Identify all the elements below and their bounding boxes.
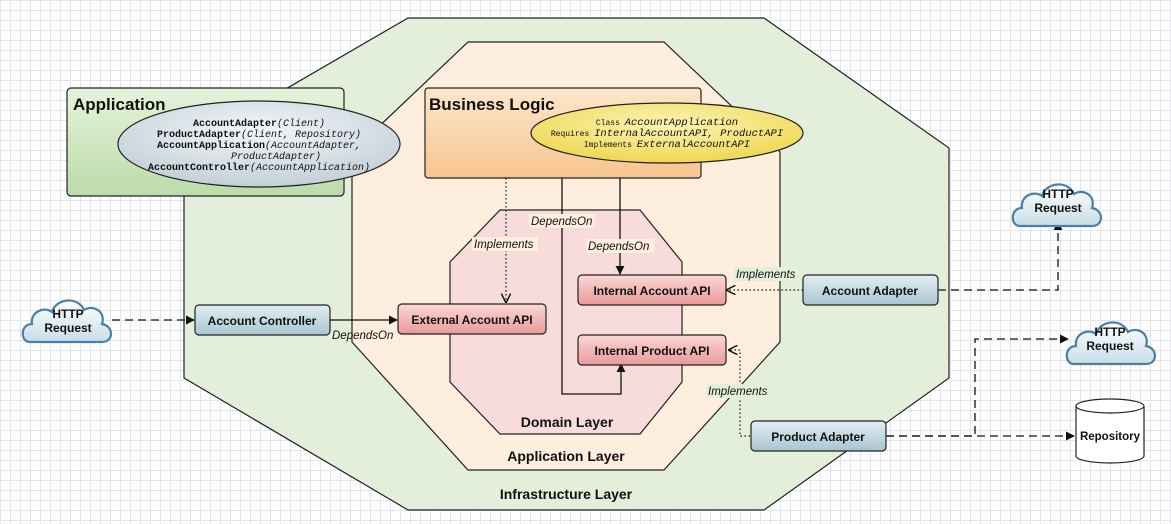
app-line-3-args: ProductAdapter): [231, 151, 321, 163]
account-adapter-label: Account Adapter: [822, 284, 919, 298]
internal-account-api-node[interactable]: [577, 274, 727, 306]
cloud-left-line1: HTTP: [52, 307, 83, 321]
domain-layer-label: Domain Layer: [521, 414, 614, 430]
account-adapter-node[interactable]: [802, 274, 939, 306]
svg-text:AccountController(AccountAppli: AccountController(AccountApplication): [148, 162, 370, 174]
biz-line-2-value: InternalAccountAPI, ProductAPI: [594, 128, 784, 140]
infrastructure-layer-label: Infrastructure Layer: [500, 486, 633, 502]
label-depends-on-middle: DependsOn: [531, 216, 592, 228]
repository-label: Repository: [1080, 431, 1141, 443]
biz-line-2-prefix: Requires: [551, 130, 594, 139]
svg-text:ProductAdapter(Client, Reposit: ProductAdapter(Client, Repository): [157, 129, 361, 141]
app-line-2-args: (AccountAdapter,: [265, 140, 361, 152]
edge-depends-internal-product: [561, 178, 626, 395]
business-logic-title: Business Logic: [429, 95, 555, 114]
svg-text:Implements ExternalAccountAPI: Implements ExternalAccountAPI: [584, 139, 751, 151]
external-account-api-node[interactable]: [397, 303, 547, 335]
application-title: Application: [73, 95, 166, 114]
label-depends-on-internal: DependsOn: [588, 241, 649, 253]
app-line-4-name: AccountController: [148, 162, 250, 174]
app-line-2-name: AccountApplication: [157, 140, 265, 152]
svg-text:AccountAdapter(Client): AccountAdapter(Client): [193, 118, 325, 130]
label-depends-on-controller: DependsOn: [332, 330, 393, 342]
svg-text:AccountApplication(AccountAdap: AccountApplication(AccountAdapter,: [157, 140, 361, 152]
cloud-top-right-line1: HTTP: [1042, 187, 1073, 201]
label-implements-external: Implements: [474, 239, 534, 251]
cloud-left-line2: Request: [44, 321, 91, 335]
app-line-1-name: ProductAdapter: [157, 129, 241, 141]
product-adapter-node[interactable]: [750, 420, 887, 452]
biz-line-3-prefix: Implements: [584, 141, 637, 150]
label-implements-account-adapter: Implements: [736, 269, 796, 281]
http-request-cloud-top-right: HTTP Request: [1011, 183, 1103, 228]
app-line-0-name: AccountAdapter: [193, 118, 277, 130]
http-request-cloud-mid-right: HTTP Request: [1065, 321, 1157, 366]
application-layer-label: Application Layer: [507, 448, 625, 464]
account-controller-label: Account Controller: [208, 314, 317, 328]
business-logic-ellipse: [530, 102, 804, 164]
business-logic-text: Class AccountApplication Requires Intern…: [551, 117, 784, 151]
cloud-mid-right-line1: HTTP: [1094, 325, 1125, 339]
internal-account-api-label: Internal Account API: [593, 284, 710, 298]
external-account-api-label: External Account API: [411, 313, 532, 327]
cloud-top-right-line2: Request: [1034, 201, 1081, 215]
app-line-1-args: (Client, Repository): [241, 129, 361, 141]
http-request-cloud-left: HTTP Request: [21, 299, 113, 344]
cloud-mid-right-line2: Request: [1086, 339, 1133, 353]
application-wiring-ellipse: [117, 100, 401, 188]
product-adapter-label: Product Adapter: [771, 430, 865, 444]
biz-line-1-value: AccountApplication: [624, 117, 738, 129]
application-wiring-text: AccountAdapter(Client) ProductAdapter(Cl…: [148, 118, 370, 174]
app-line-4-args: (AccountApplication): [250, 162, 370, 174]
repository-node[interactable]: Repository: [1075, 398, 1145, 464]
svg-text:Class AccountApplication: Class AccountApplication: [596, 117, 738, 129]
edge-account-adapter-to-http: [938, 221, 1063, 291]
internal-product-api-node[interactable]: [577, 334, 727, 366]
internal-product-api-label: Internal Product API: [595, 344, 710, 358]
label-implements-product-adapter: Implements: [708, 386, 768, 398]
biz-line-3-value: ExternalAccountAPI: [637, 139, 751, 151]
account-controller-node[interactable]: [194, 304, 331, 336]
app-line-0-args: (Client): [277, 118, 325, 130]
biz-line-1-prefix: Class: [596, 119, 625, 128]
svg-text:ProductAdapter): ProductAdapter): [231, 151, 321, 163]
svg-text:Requires InternalAccountAPI, P: Requires InternalAccountAPI, ProductAPI: [551, 128, 784, 140]
